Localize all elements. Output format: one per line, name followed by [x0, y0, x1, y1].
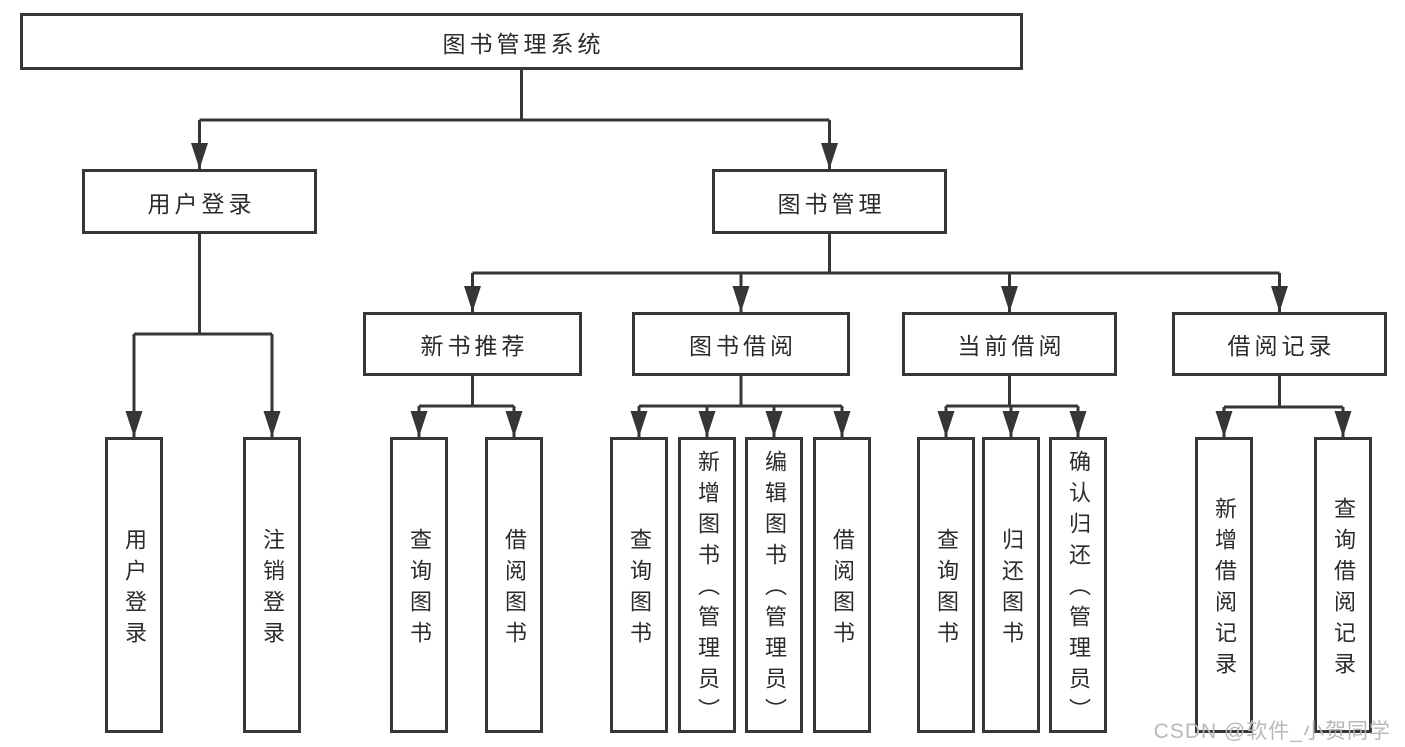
leaf-rec-borrow-books: 借阅图书 — [485, 437, 543, 733]
leaf-br-query-record: 查询借阅记录 — [1314, 437, 1372, 733]
node-book-borrowing: 图书借阅 — [632, 312, 850, 376]
leaf-rec-query-books-label: 查询图书 — [407, 527, 432, 652]
leaf-cb-query-books: 查询图书 — [917, 437, 975, 733]
leaf-rec-query-books: 查询图书 — [390, 437, 448, 733]
node-book-management: 图书管理 — [712, 169, 947, 234]
node-borrowing-records: 借阅记录 — [1172, 312, 1387, 376]
node-new-book-recommend: 新书推荐 — [363, 312, 582, 376]
leaf-bb-edit-books-admin-label: 编辑图书（管理员） — [762, 450, 787, 729]
leaf-logout: 注销登录 — [243, 437, 301, 733]
leaf-bb-borrow-books-label: 借阅图书 — [830, 527, 855, 652]
leaf-bb-query-books-label: 查询图书 — [627, 527, 652, 652]
node-current-borrowing-label: 当前借阅 — [957, 333, 1066, 359]
node-library-system-label: 图书管理系统 — [442, 30, 605, 57]
node-current-borrowing: 当前借阅 — [902, 312, 1117, 376]
leaf-user-login-label: 用户登录 — [122, 527, 147, 652]
leaf-cb-query-books-label: 查询图书 — [934, 527, 959, 652]
node-user-login: 用户登录 — [82, 169, 317, 234]
node-borrowing-records-label: 借阅记录 — [1227, 333, 1336, 359]
node-library-system: 图书管理系统 — [20, 13, 1023, 70]
leaf-br-add-record-label: 新增借阅记录 — [1212, 496, 1237, 683]
leaf-rec-borrow-books-label: 借阅图书 — [502, 527, 527, 652]
leaf-bb-add-books-admin: 新增图书（管理员） — [678, 437, 736, 733]
leaf-br-add-record: 新增借阅记录 — [1195, 437, 1253, 733]
leaf-bb-query-books: 查询图书 — [610, 437, 668, 733]
node-new-book-recommend-label: 新书推荐 — [420, 333, 529, 359]
leaf-cb-return-books-label: 归还图书 — [999, 527, 1024, 652]
node-user-login-label: 用户登录 — [147, 190, 256, 217]
connector-trunks — [134, 70, 1343, 409]
leaf-cb-return-books: 归还图书 — [982, 437, 1040, 733]
leaf-bb-add-books-admin-label: 新增图书（管理员） — [695, 450, 720, 729]
leaf-br-query-record-label: 查询借阅记录 — [1331, 496, 1356, 683]
node-book-management-label: 图书管理 — [777, 190, 886, 217]
leaf-cb-confirm-return-admin-label: 确认归还（管理员） — [1066, 450, 1091, 729]
leaf-bb-borrow-books: 借阅图书 — [813, 437, 871, 733]
leaf-bb-edit-books-admin: 编辑图书（管理员） — [745, 437, 803, 733]
watermark-csdn: CSDN @软件_小贺同学 — [1153, 720, 1391, 743]
node-book-borrowing-label: 图书借阅 — [689, 333, 797, 359]
leaf-user-login: 用户登录 — [105, 437, 163, 733]
leaf-logout-label: 注销登录 — [260, 527, 285, 652]
leaf-cb-confirm-return-admin: 确认归还（管理员） — [1049, 437, 1107, 733]
